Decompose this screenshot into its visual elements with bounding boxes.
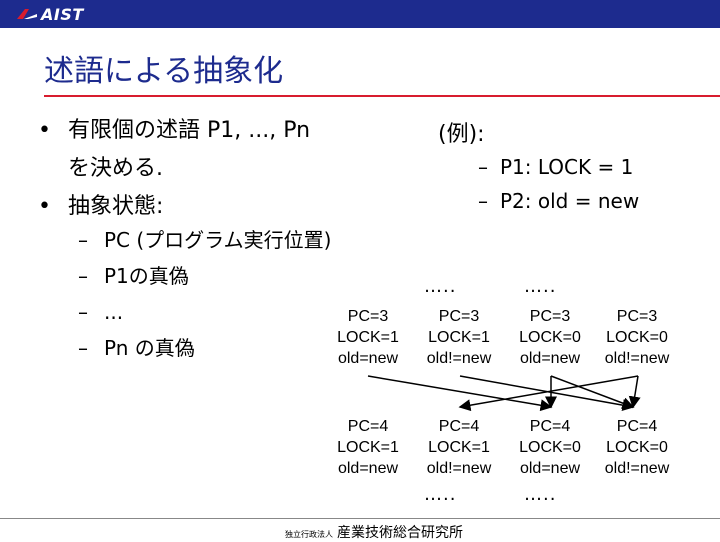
logo-text: AIST (41, 4, 84, 24)
arrow (367, 375, 553, 412)
state-box: PC=3 LOCK=1 old=new (331, 306, 405, 369)
title-underline (44, 95, 720, 97)
example-heading: (例): (438, 122, 485, 147)
slide-title: 述語による抽象化 (44, 54, 284, 89)
bullet-list: 有限個の述語 P1, ..., Pn を決める. 抽象状態: (34, 112, 310, 226)
state-pc: PC=3 (438, 308, 480, 325)
footer-divider (0, 518, 720, 519)
arrow (628, 375, 641, 409)
state-box: PC=3 LOCK=0 old=new (513, 306, 587, 369)
sub-item: PC (プログラム実行位置) (78, 222, 331, 258)
state-old: old=new (519, 460, 581, 477)
state-old: old!=new (604, 350, 670, 367)
state-lock: LOCK=0 (519, 329, 581, 346)
header-bar: AIST (0, 0, 720, 28)
state-lock: LOCK=1 (428, 329, 490, 346)
state-lock: LOCK=0 (519, 439, 581, 456)
state-pc: PC=3 (347, 308, 389, 325)
sub-item: ... (78, 294, 331, 330)
example-item: P1: LOCK = 1 (478, 150, 639, 184)
state-pc: PC=4 (347, 418, 389, 435)
sub-item: Pn の真偽 (78, 330, 331, 366)
arrow (550, 375, 635, 409)
state-pc: PC=4 (529, 418, 571, 435)
ellipsis-bottom-left: ….. (424, 484, 457, 505)
arrow (458, 375, 639, 412)
bullet-continuation: を決める. (68, 156, 163, 181)
state-pc: PC=3 (616, 308, 658, 325)
bullet-item: 有限個の述語 P1, ..., Pn (34, 112, 310, 150)
aist-logo-icon (17, 9, 37, 19)
footer-logo: 独立行政法人 産業技術総合研究所 (285, 522, 463, 542)
bullet-item: 抽象状態: (34, 188, 310, 226)
state-box: PC=4 LOCK=0 old!=new (600, 416, 674, 479)
footer-small-text: 独立行政法人 (285, 530, 333, 539)
ellipsis-top-left: ….. (424, 276, 457, 297)
state-lock: LOCK=1 (337, 329, 399, 346)
state-old: old=new (519, 350, 581, 367)
example-list: P1: LOCK = 1 P2: old = new (478, 150, 639, 218)
state-old: old!=new (426, 350, 492, 367)
footer-main-text: 産業技術総合研究所 (337, 525, 463, 541)
state-box: PC=4 LOCK=1 old=new (331, 416, 405, 479)
example-item: P2: old = new (478, 184, 639, 218)
state-pc: PC=4 (616, 418, 658, 435)
state-pc: PC=4 (438, 418, 480, 435)
state-lock: LOCK=1 (428, 439, 490, 456)
ellipsis-top-right: ….. (524, 276, 557, 297)
state-lock: LOCK=0 (606, 439, 668, 456)
state-box: PC=4 LOCK=1 old!=new (422, 416, 496, 479)
state-old: old!=new (604, 460, 670, 477)
state-box: PC=4 LOCK=0 old=new (513, 416, 587, 479)
aist-logo: AIST (16, 4, 84, 24)
ellipsis-bottom-right: ….. (524, 484, 557, 505)
state-old: old=new (337, 350, 399, 367)
state-old: old!=new (426, 460, 492, 477)
state-box: PC=3 LOCK=0 old!=new (600, 306, 674, 369)
sub-item: P1の真偽 (78, 258, 331, 294)
sub-list: PC (プログラム実行位置) P1の真偽 ... Pn の真偽 (78, 222, 331, 366)
state-lock: LOCK=0 (606, 329, 668, 346)
state-old: old=new (337, 460, 399, 477)
state-pc: PC=3 (529, 308, 571, 325)
state-lock: LOCK=1 (337, 439, 399, 456)
state-box: PC=3 LOCK=1 old!=new (422, 306, 496, 369)
